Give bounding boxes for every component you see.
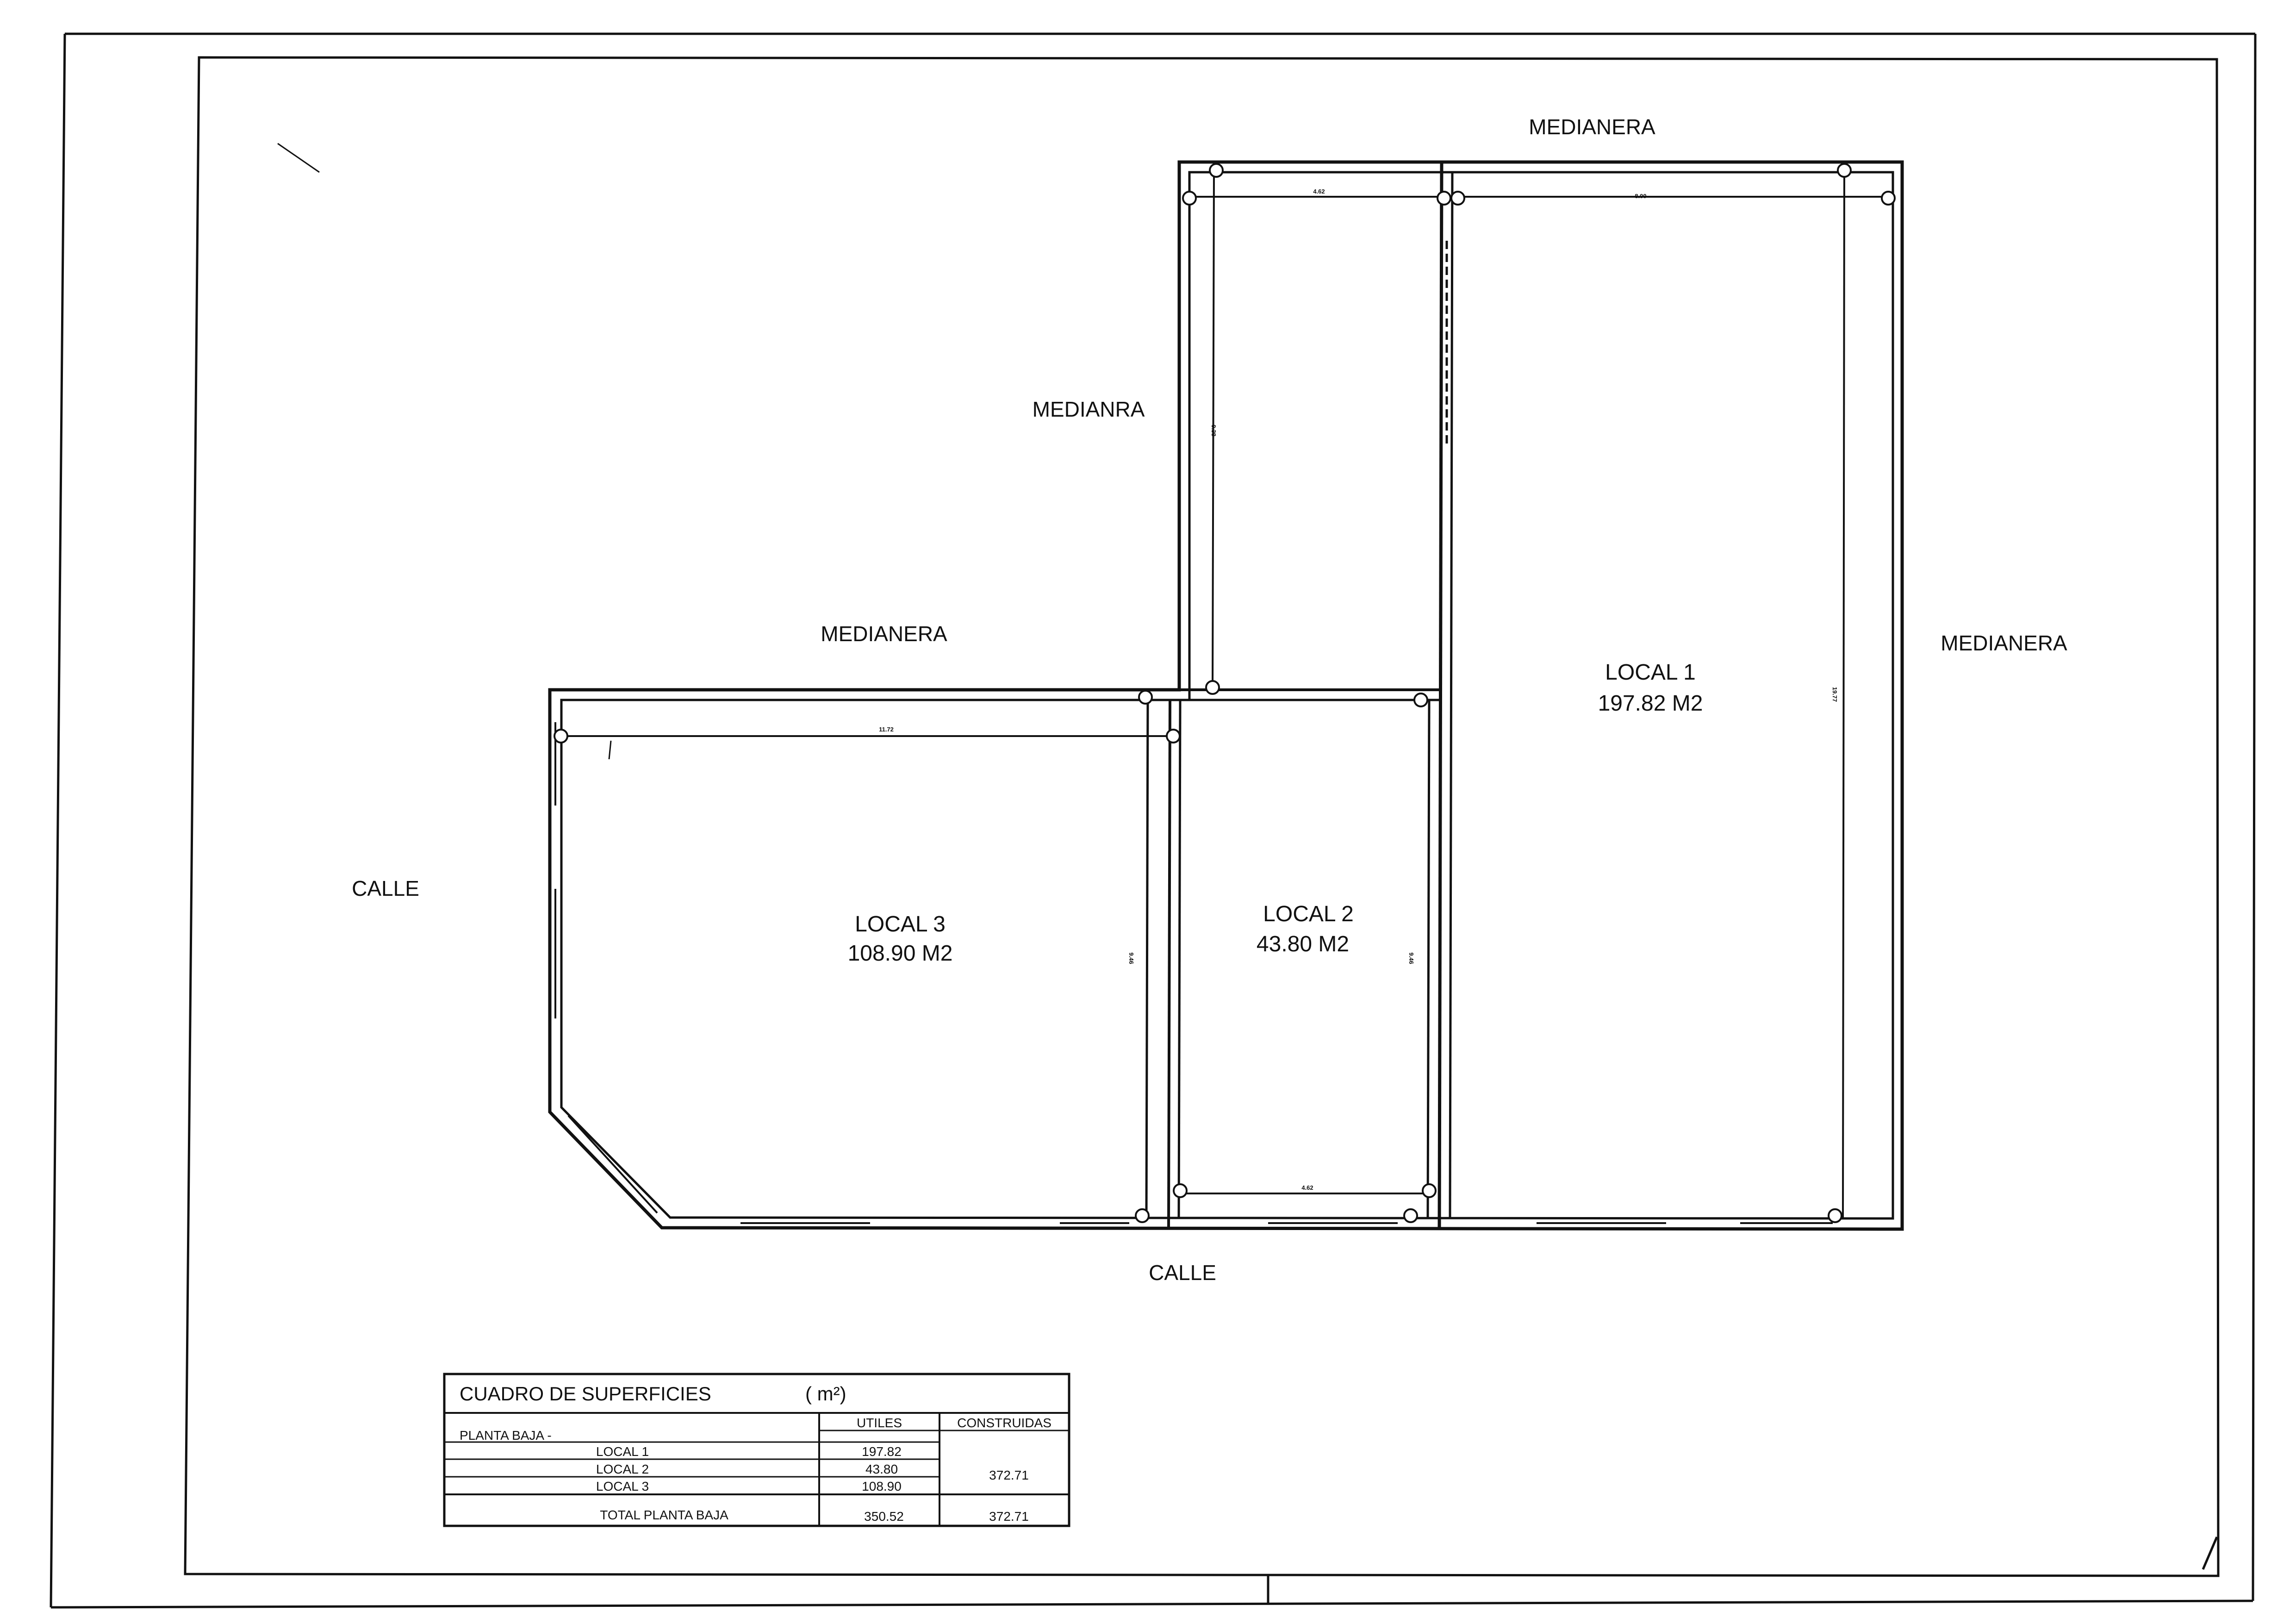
outer-wall [548, 160, 1904, 1231]
column-marker [1881, 191, 1896, 206]
dim-backroom-depth: 9.38 [1210, 425, 1217, 436]
column-marker [1182, 191, 1197, 206]
column-marker [1403, 1208, 1418, 1223]
dim-backroom-width: 4.62 [1313, 188, 1325, 195]
dim-local2-width: 4.62 [1301, 1184, 1313, 1191]
table-row-local1-name: LOCAL 1 [596, 1444, 649, 1459]
column-marker [1135, 1208, 1150, 1223]
table-header-utiles: UTILES [857, 1416, 902, 1430]
table-section-label: PLANTA BAJA - [460, 1428, 552, 1443]
table-construidas-group: 372.71 [989, 1468, 1029, 1482]
label-medianera-top: MEDIANERA [1529, 115, 1655, 139]
column-marker [1437, 191, 1451, 206]
room-local1-name: LOCAL 1 [1605, 660, 1696, 685]
column-marker [1837, 163, 1852, 178]
local3-right-inner [1145, 700, 1149, 1219]
label-medianera-left: MEDIANERA [821, 622, 947, 646]
column-marker [1422, 1183, 1437, 1198]
column-marker [1413, 693, 1428, 707]
dim-local2-depth: 9.46 [1408, 952, 1415, 964]
label-medianera-right: MEDIANERA [1941, 631, 2067, 655]
column-marker [554, 729, 568, 743]
local2-left-inner [1177, 700, 1182, 1219]
label-calle-left: CALLE [352, 876, 419, 900]
table-row-local2-utiles: 43.80 [865, 1462, 898, 1476]
surface-table: CUADRO DE SUPERFICIES ( m²) UTILES CONST… [443, 1373, 1070, 1527]
label-calle-bottom: CALLE [1149, 1261, 1216, 1285]
table-header-construidas: CONSTRUIDAS [957, 1416, 1052, 1430]
local2-right-inner [1426, 700, 1431, 1219]
column-marker [1205, 680, 1220, 695]
column-marker [1450, 191, 1465, 206]
column-markers [554, 163, 1896, 1223]
label-medianera-mid: MEDIANRA [1033, 397, 1145, 421]
partition-local1-inner [1449, 172, 1454, 1219]
floor-plan [277, 143, 1904, 1231]
room-local2-area: 43.80 M2 [1257, 932, 1349, 956]
sheet-borders [50, 32, 2257, 1609]
dim-local3-depth: 9.46 [1128, 952, 1135, 964]
local1-right-dim [1842, 172, 1845, 1219]
column-marker [1173, 1183, 1188, 1198]
inner-wall [560, 171, 1894, 1220]
room-local2-name: LOCAL 2 [1263, 902, 1354, 926]
table-unit: ( m²) [805, 1383, 846, 1405]
dim-local1-depth: 19.77 [1831, 687, 1838, 702]
table-total-label: TOTAL PLANTA BAJA [600, 1508, 728, 1522]
room-local3-area: 108.90 M2 [848, 941, 953, 966]
table-total-utiles: 350.52 [864, 1509, 904, 1524]
table-row-local3-name: LOCAL 3 [596, 1479, 649, 1493]
local2-left-outer [1167, 700, 1171, 1229]
table-row-local1-utiles: 197.82 [862, 1444, 902, 1459]
dim-local3-width: 11.72 [879, 726, 894, 733]
dim-local1-width: 8.00 [1635, 193, 1646, 200]
table-row-local2-name: LOCAL 2 [596, 1462, 649, 1476]
table-title: CUADRO DE SUPERFICIES [460, 1383, 711, 1405]
column-marker [1828, 1208, 1842, 1223]
room-local3-name: LOCAL 3 [855, 912, 946, 937]
column-marker [1166, 729, 1181, 743]
table-total-construidas: 372.71 [989, 1509, 1029, 1524]
room-local1-area: 197.82 M2 [1598, 691, 1703, 716]
column-marker [1209, 163, 1224, 178]
table-row-local3-utiles: 108.90 [862, 1479, 902, 1493]
backroom-left-dim [1212, 172, 1215, 690]
partition-local1-outer [1437, 162, 1444, 1229]
column-marker [1138, 690, 1153, 705]
